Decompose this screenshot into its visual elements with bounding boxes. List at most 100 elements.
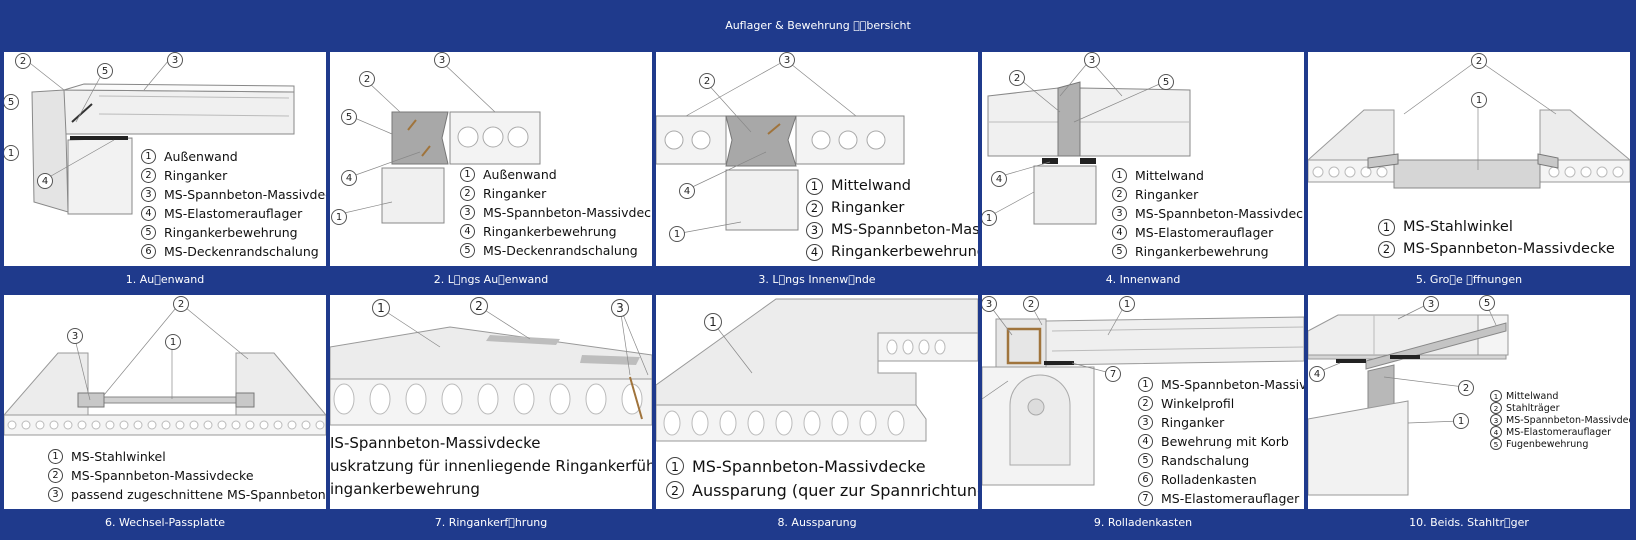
- legend-number: 4: [1490, 426, 1502, 438]
- legend-number: 3: [806, 221, 823, 239]
- legend-number: 6: [1138, 472, 1153, 487]
- callout-marker: 2: [173, 296, 189, 312]
- legend-number: 5: [1112, 244, 1127, 259]
- panel-caption: 2. L ngs Au enwand: [330, 266, 652, 293]
- panel-ringankerfuehrung[interactable]: 1 2 3 IS-Spannbeton-Massivdecke uskratzu…: [330, 295, 652, 536]
- legend-label: Außenwand: [483, 167, 557, 182]
- legend-label: MS-Spannbeton-Massiv: [831, 222, 978, 238]
- legend-label: Mittelwand: [831, 178, 911, 194]
- legend-number: 4: [806, 243, 823, 261]
- laengs-aussenwand-drawing: [339, 59, 541, 224]
- legend-label: Bewehrung mit Korb: [1161, 434, 1289, 449]
- callout-marker: 2: [15, 53, 31, 69]
- legend-number: 3: [1490, 414, 1502, 426]
- legend-label: ingankerbewehrung: [330, 480, 480, 498]
- callout-marker: 1: [669, 226, 685, 242]
- callout-marker: 1: [331, 209, 347, 225]
- legend-label: Ringanker: [483, 186, 547, 201]
- legend-number: 4: [1112, 225, 1127, 240]
- legend-number: 1: [666, 457, 684, 475]
- legend-label: Mittelwand: [1506, 390, 1559, 402]
- legend-label: MS-Spannbeton-Massivd: [1161, 377, 1304, 392]
- legend-label: MS-Deckenrandschalung: [483, 243, 638, 258]
- legend-label: Rolladenkasten: [1161, 472, 1257, 487]
- wechsel-passplatte-drawing: [4, 302, 326, 436]
- legend-number: 3: [48, 487, 63, 502]
- callout-marker: 4: [341, 170, 357, 186]
- legend-label: Ringanker: [1135, 187, 1199, 202]
- callout-marker: 1: [1119, 296, 1135, 312]
- callout-marker: 3: [167, 52, 183, 68]
- legend-label: MS-Spannbeton-Massivdecke: [164, 187, 326, 202]
- panel-caption: 1. Au enwand: [4, 266, 326, 293]
- legend-number: 1: [48, 449, 63, 464]
- callout-marker: 3: [1423, 296, 1439, 312]
- callout-marker: 1: [704, 313, 722, 331]
- legend-number: 2: [1112, 187, 1127, 202]
- legend-label: Ringankerbewehrung: [164, 225, 298, 240]
- callout-marker: 5: [341, 109, 357, 125]
- callout-marker: 1: [165, 334, 181, 350]
- legend-number: 2: [806, 199, 823, 217]
- callout-marker: 1: [982, 210, 997, 226]
- callout-marker: 4: [37, 173, 53, 189]
- callout-marker: 2: [699, 73, 715, 89]
- legend-item: 1 Mittelwand: [1490, 390, 1630, 402]
- legend-number: 3: [1138, 415, 1153, 430]
- callout-marker: 4: [991, 171, 1007, 187]
- legend-number: 5: [460, 243, 475, 258]
- legend-label: MS-Elastomerauflager: [1135, 225, 1274, 240]
- legend-label: MS-Stahlwinkel: [71, 449, 166, 464]
- legend-label: MS-Elastomerauflager: [1506, 426, 1612, 438]
- legend-label: MS-Deckenrandschalung: [164, 244, 319, 259]
- legend-label: IS-Spannbeton-Massivdecke: [330, 434, 541, 452]
- legend-number: 5: [1138, 453, 1153, 468]
- legend-label: Winkelprofil: [1161, 396, 1235, 411]
- legend-number: 1: [1490, 390, 1502, 402]
- callout-marker: 2: [359, 71, 375, 87]
- panel-caption: 3. L ngs Innenw nde: [656, 266, 978, 293]
- panel-caption: 7. Ringankerf hrung: [330, 509, 652, 536]
- legend-label: MS-Spannbeton-Massivdecke: [1403, 241, 1615, 257]
- legend-label: MS-Spannbeton-Massivdecke: [1506, 414, 1630, 426]
- legend-number: 2: [460, 186, 475, 201]
- legend-label: MS-Spannbeton-Massivdecke: [483, 205, 652, 220]
- panel-caption: 9. Rolladenkasten: [982, 509, 1304, 536]
- legend-item: 4 MS-Elastomerauflager: [1112, 223, 1304, 242]
- legend-label: MS-Stahlwinkel: [1403, 219, 1513, 235]
- legend-number: 5: [141, 225, 156, 240]
- legend-label: Ringanker: [1161, 415, 1225, 430]
- callout-marker: 5: [4, 94, 19, 110]
- legend: IS-Spannbeton-Massivdecke uskratzung für…: [330, 434, 652, 503]
- callout-marker: 2: [470, 297, 488, 315]
- legend-item: 3 MS-Spannbeton-Massiv: [806, 219, 978, 241]
- legend-number: 3: [141, 187, 156, 202]
